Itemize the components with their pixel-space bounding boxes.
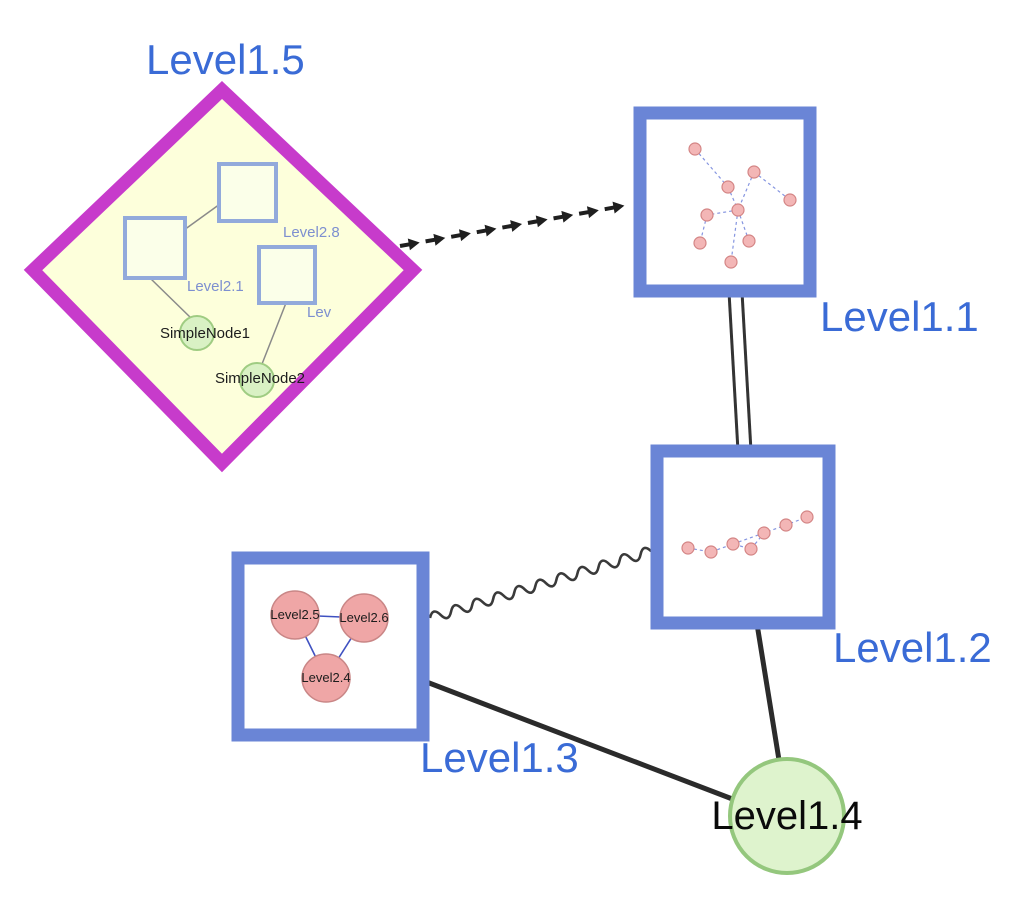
node-simplenode2-label: SimpleNode2 xyxy=(215,370,305,387)
node-simplenode2[interactable]: SimpleNode2 xyxy=(215,362,305,398)
circle-shape xyxy=(179,315,215,351)
node-level21-label: Level2.1 xyxy=(187,278,244,295)
arrow-dash-icon xyxy=(398,236,421,252)
mini-node[interactable] xyxy=(704,545,718,559)
edge-level21-to-simplenode1 xyxy=(149,277,193,320)
node-level14[interactable]: Level1.4 xyxy=(711,757,863,875)
mini-node[interactable] xyxy=(726,537,740,551)
node-level12-label: Level1.2 xyxy=(833,624,992,671)
diamond-shape xyxy=(23,81,423,473)
node-simplenode1-label: SimpleNode1 xyxy=(160,325,250,342)
arrow-dash-icon xyxy=(475,222,498,239)
node-level14-label: Level1.4 xyxy=(711,794,862,838)
edge-level13-to-level14[interactable] xyxy=(421,678,738,803)
mini-node[interactable] xyxy=(779,518,793,532)
node-simplenode1[interactable]: SimpleNode1 xyxy=(160,315,250,351)
edge-level13-to-level12[interactable] xyxy=(428,546,653,622)
mini-node[interactable] xyxy=(721,180,735,194)
edge-level15-to-level11[interactable] xyxy=(398,199,626,252)
arrow-dash-icon xyxy=(501,218,524,234)
mini-node[interactable] xyxy=(783,193,797,207)
mini-node[interactable] xyxy=(688,142,702,156)
arrow-dash-icon xyxy=(578,204,600,220)
mini-node[interactable] xyxy=(681,541,695,555)
square-shape xyxy=(231,551,430,742)
edge-level12-to-level14[interactable] xyxy=(754,621,782,763)
node-lev[interactable]: Lev xyxy=(257,245,332,321)
mini-node[interactable] xyxy=(757,526,771,540)
node-level15[interactable]: Level2.8 Level2.1 Lev SimpleNode1 Simple… xyxy=(23,36,423,473)
node-level13[interactable]: Level2.5 Level2.6 Level2.4 Level1.3 xyxy=(231,551,579,781)
circle-shape xyxy=(239,362,275,398)
circle-shape xyxy=(301,653,351,703)
double-edge-line xyxy=(740,291,753,452)
mini-node[interactable] xyxy=(744,542,758,556)
mini-node[interactable] xyxy=(700,208,714,222)
mini-graph-edges xyxy=(694,148,791,263)
mini-node[interactable] xyxy=(800,510,814,524)
node-level24-label: Level2.4 xyxy=(301,670,350,685)
square-shape xyxy=(650,444,836,630)
edge-level11-to-level12[interactable] xyxy=(727,291,753,452)
node-level13-label: Level1.3 xyxy=(420,734,579,781)
node-level26[interactable]: Level2.6 xyxy=(339,593,389,643)
arrow-dash-icon xyxy=(552,208,575,225)
square-shape xyxy=(257,245,317,305)
mini-node[interactable] xyxy=(724,255,738,269)
square-shape xyxy=(217,162,278,223)
node-level15-label: Level1.5 xyxy=(146,36,305,83)
node-level11-label: Level1.1 xyxy=(820,293,979,340)
edge-lev-to-simplenode2 xyxy=(261,302,287,365)
node-level28[interactable]: Level2.8 xyxy=(217,162,340,241)
node-level12[interactable]: Level1.2 xyxy=(650,444,992,671)
mini-node[interactable] xyxy=(747,165,761,179)
arrow-dash-icon xyxy=(424,231,447,248)
arrow-dash-icon xyxy=(526,213,549,229)
circle-shape xyxy=(728,757,846,875)
node-level25[interactable]: Level2.5 xyxy=(270,590,320,640)
node-level24[interactable]: Level2.4 xyxy=(301,653,351,703)
mini-node[interactable] xyxy=(693,236,707,250)
wavy-line xyxy=(428,546,653,620)
mini-node[interactable] xyxy=(731,203,745,217)
circle-shape xyxy=(270,590,320,640)
node-level25-label: Level2.5 xyxy=(270,607,319,622)
edge-level21-to-level28 xyxy=(183,203,221,231)
circle-shape xyxy=(339,593,389,643)
node-level11[interactable]: Level1.1 xyxy=(633,106,979,340)
square-shape xyxy=(123,216,187,280)
node-lev-label: Lev xyxy=(307,304,332,321)
node-level26-label: Level2.6 xyxy=(339,610,388,625)
node-level21[interactable]: Level2.1 xyxy=(123,216,244,295)
arrow-dash-icon xyxy=(603,199,626,216)
double-edge-line xyxy=(727,291,740,452)
mini-node[interactable] xyxy=(742,234,756,248)
node-level28-label: Level2.8 xyxy=(283,224,340,241)
arrow-dash-icon xyxy=(450,227,472,243)
